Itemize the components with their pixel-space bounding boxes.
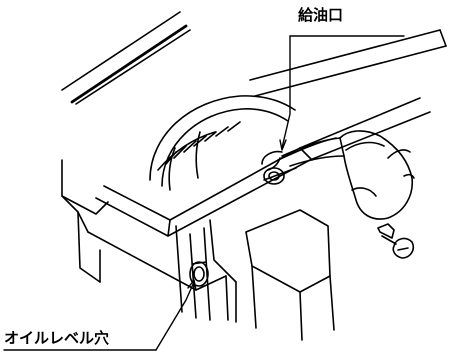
recoil-housing bbox=[149, 95, 296, 191]
engine-body bbox=[61, 29, 447, 323]
oil-filler-neck bbox=[261, 137, 337, 185]
oil-filler-leader bbox=[281, 35, 291, 149]
oil-filler-label: 給油口 bbox=[298, 6, 344, 24]
oil-level-hole bbox=[189, 261, 209, 287]
bolt-icon bbox=[377, 223, 415, 259]
oil-level-arrowhead bbox=[187, 279, 197, 291]
oil-level-leader bbox=[155, 281, 195, 351]
oil-level-hole-label: オイルレベル穴 bbox=[4, 329, 110, 347]
oil-jug-icon bbox=[281, 130, 415, 220]
oil-filler-arrowhead bbox=[279, 139, 287, 151]
side-cover bbox=[245, 209, 335, 341]
top-panel-edges bbox=[61, 11, 191, 105]
leader-lines bbox=[3, 35, 405, 351]
